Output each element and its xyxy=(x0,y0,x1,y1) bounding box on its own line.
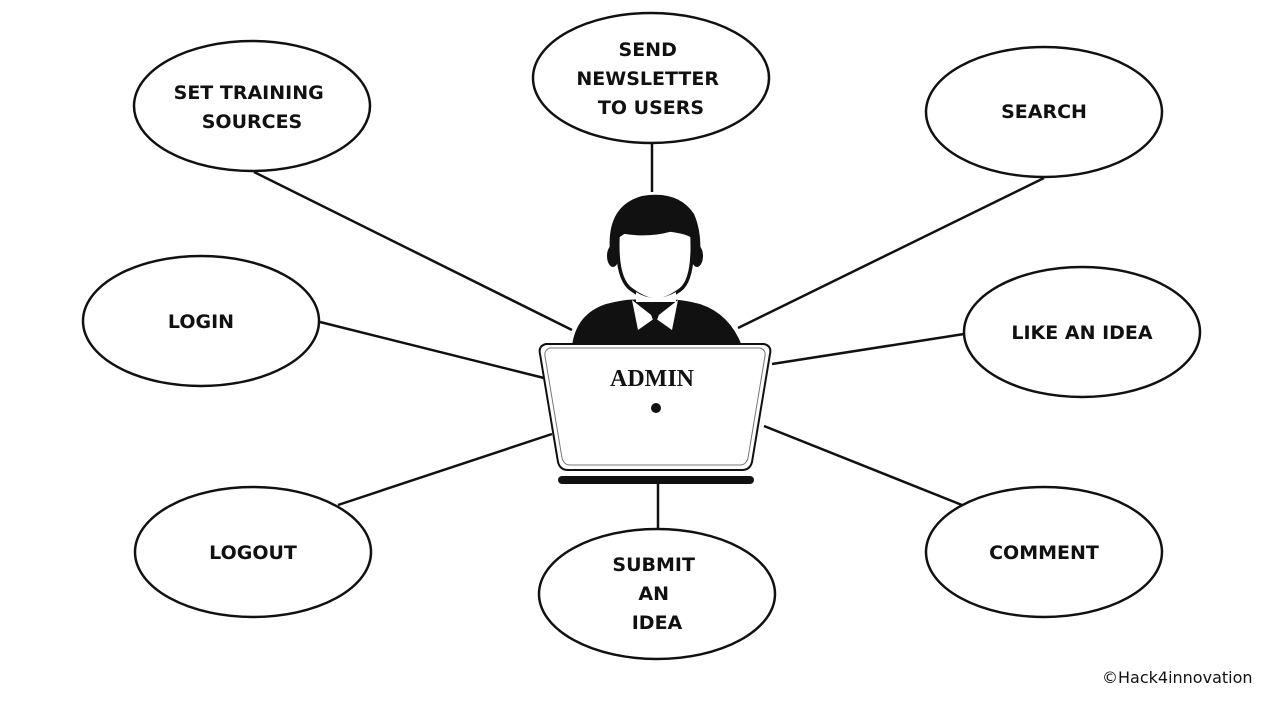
usecase-ellipse xyxy=(531,11,771,145)
admin-ear-right xyxy=(691,245,703,267)
usecase-label-line: TO USERS xyxy=(598,97,704,119)
usecase-label-line: SEARCH xyxy=(1001,101,1087,123)
usecase-label: SEARCH xyxy=(1001,101,1087,123)
usecase-label: SEND NEWSLETTER TO USERS xyxy=(576,39,725,119)
usecase-label-line: SEND xyxy=(619,39,677,61)
connector-like-an-idea xyxy=(771,332,965,366)
usecase-ellipse xyxy=(132,39,372,173)
admin-collar xyxy=(632,300,678,330)
usecase-label-line: LOGIN xyxy=(168,311,234,333)
laptop-base xyxy=(558,476,754,484)
usecase-label: LOGIN xyxy=(168,311,234,333)
usecase-label-line: IDEA xyxy=(632,612,683,634)
usecase-submit-an-idea: SUBMIT AN IDEA xyxy=(537,527,777,661)
connector-comment xyxy=(763,424,963,507)
usecase-like-an-idea: LIKE AN IDEA xyxy=(962,265,1202,399)
usecase-label: LOGOUT xyxy=(209,542,297,564)
admin-actor: ADMIN xyxy=(538,194,772,484)
usecase-ellipse xyxy=(924,45,1164,179)
usecase-label-line: LIKE AN IDEA xyxy=(1011,322,1153,344)
connectors xyxy=(253,144,1045,528)
admin-face xyxy=(616,228,694,302)
usecase-ellipse xyxy=(133,485,373,619)
usecase-set-training-sources: SET TRAINING SOURCES xyxy=(132,39,372,173)
admin-tie xyxy=(647,312,663,346)
usecase-send-newsletter: SEND NEWSLETTER TO USERS xyxy=(531,11,771,145)
connector-logout xyxy=(337,432,553,507)
admin-ear-left xyxy=(607,245,619,267)
use-cases: SET TRAINING SOURCES SEND NEWSLETTER TO … xyxy=(81,11,1202,661)
usecase-search: SEARCH xyxy=(924,45,1164,179)
usecase-comment: COMMENT xyxy=(924,485,1164,619)
usecase-label-line: SUBMIT xyxy=(612,554,695,576)
usecase-label-line: COMMENT xyxy=(989,542,1099,564)
usecase-ellipse xyxy=(962,265,1202,399)
connector-set-training-sources xyxy=(253,170,573,332)
usecase-label: SET TRAINING SOURCES xyxy=(174,82,331,133)
usecase-login: LOGIN xyxy=(81,254,321,388)
connector-search xyxy=(737,176,1045,330)
usecase-label-line: SOURCES xyxy=(202,111,303,133)
admin-hair xyxy=(609,194,701,258)
admin-neck xyxy=(636,292,676,302)
copyright-notice: ©Hack4innovation xyxy=(1102,668,1253,687)
usecase-label: COMMENT xyxy=(989,542,1099,564)
usecase-label-line: NEWSLETTER xyxy=(576,68,719,90)
usecase-ellipse xyxy=(924,485,1164,619)
usecase-label-line: SET TRAINING xyxy=(174,82,324,104)
usecase-label: LIKE AN IDEA xyxy=(1011,322,1153,344)
connector-login xyxy=(319,320,545,380)
laptop-camera-dot xyxy=(651,403,661,413)
usecase-ellipse xyxy=(81,254,321,388)
usecase-label-line: AN xyxy=(638,583,669,605)
usecase-logout: LOGOUT xyxy=(133,485,373,619)
laptop-screen-inner xyxy=(544,347,766,466)
usecase-ellipse xyxy=(537,527,777,661)
usecase-label-line: LOGOUT xyxy=(209,542,297,564)
usecase-label: SUBMIT AN IDEA xyxy=(612,554,701,634)
actor-label: ADMIN xyxy=(610,366,695,392)
admin-at-laptop-icon xyxy=(572,194,742,346)
